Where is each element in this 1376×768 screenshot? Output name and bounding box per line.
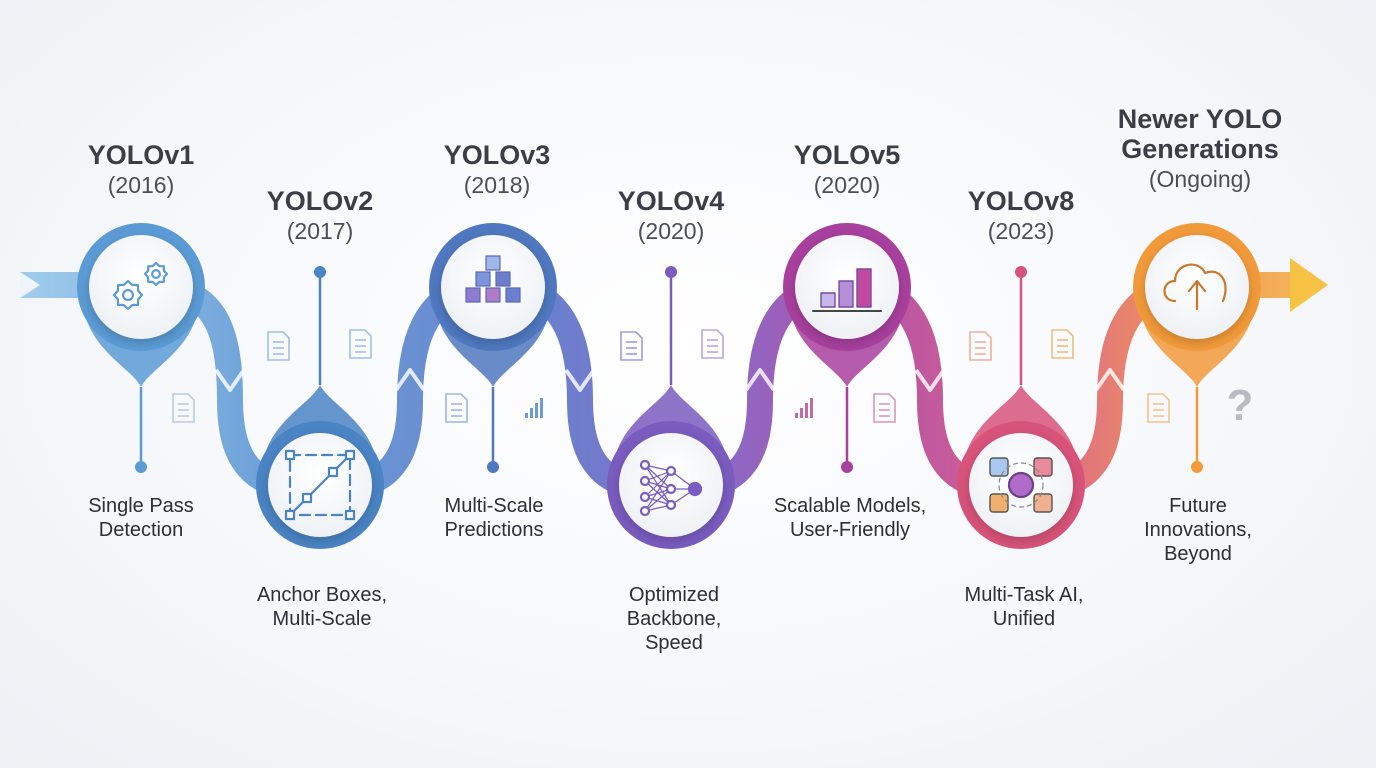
milestone-year: (Ongoing): [1148, 166, 1252, 192]
document-icon: [873, 393, 896, 423]
milestone-title-6: YOLOv8(2023): [911, 186, 1131, 246]
milestone-node-3: [429, 223, 557, 473]
description-line: Anchor Boxes,: [256, 584, 388, 606]
document-icon: [172, 393, 195, 423]
question-mark-icon: ?: [1227, 381, 1254, 430]
milestone-year: (2020): [813, 172, 881, 198]
milestone-name: YOLOv1: [87, 140, 195, 170]
bar-chart-3d-icon: [812, 268, 882, 312]
description-line: Detection: [98, 519, 184, 541]
milestone-node-7: [1133, 223, 1261, 473]
document-icon: [969, 331, 992, 361]
milestone-title-4: YOLOv4(2020): [561, 186, 781, 246]
milestone-name: YOLOv2: [266, 186, 374, 216]
milestone-description-5: Scalable Models,User-Friendly: [750, 494, 950, 542]
milestone-name: YOLOv5: [793, 140, 901, 170]
pyramid-blocks-icon: [465, 255, 521, 303]
milestone-title-5: YOLOv5(2020): [737, 140, 957, 200]
milestone-title-3: YOLOv3(2018): [387, 140, 607, 200]
milestone-year: (2023): [987, 218, 1055, 244]
description-line: Single Pass: [88, 495, 194, 517]
description-line: Beyond: [1164, 543, 1232, 565]
document-icon: [701, 329, 724, 359]
description-line: Speed: [645, 632, 703, 654]
milestone-description-6: Multi-Task AI,Unified: [924, 583, 1124, 631]
milestone-node-5: [783, 223, 911, 473]
document-icon: [1147, 393, 1170, 423]
milestone-node-1: [77, 223, 205, 473]
milestone-name: Newer YOLO: [1117, 104, 1283, 134]
document-icon: [445, 393, 468, 423]
milestone-name: YOLOv4: [617, 186, 725, 216]
milestone-year: (2016): [107, 172, 175, 198]
milestone-year: (2018): [463, 172, 531, 198]
description-line: Innovations,: [1144, 519, 1252, 541]
description-line: User-Friendly: [789, 519, 911, 541]
gears-icon: [112, 261, 169, 311]
description-line: Multi-Scale: [272, 608, 372, 630]
description-line: Unified: [992, 608, 1056, 630]
document-icon: [267, 331, 290, 361]
milestone-description-2: Anchor Boxes,Multi-Scale: [222, 583, 422, 631]
mini-chart-icon: [525, 398, 543, 418]
bounding-box-icon: [284, 449, 356, 521]
description-line: Multi-Scale: [444, 495, 544, 517]
milestone-title-2: YOLOv2(2017): [210, 186, 430, 246]
description-line: Future: [1169, 495, 1227, 517]
document-icon: [349, 329, 372, 359]
direction-arrows: [214, 368, 1126, 392]
description-line: Backbone,: [626, 608, 722, 630]
milestone-name: YOLOv8: [967, 186, 1075, 216]
description-line: Scalable Models,: [773, 495, 927, 517]
milestone-title-1: YOLOv1(2016): [31, 140, 251, 200]
description-line: Multi-Task AI,: [964, 584, 1084, 606]
milestone-name: Generations: [1121, 134, 1279, 164]
milestone-name: YOLOv3: [443, 140, 551, 170]
milestone-node-2: [256, 266, 384, 549]
document-icon: [1051, 329, 1074, 359]
milestone-year: (2017): [286, 218, 354, 244]
multi-task-brain-icon: [989, 457, 1053, 513]
milestone-year: (2020): [637, 218, 705, 244]
mini-chart-icon: [795, 398, 813, 418]
neural-network-icon: [639, 459, 703, 517]
description-line: Predictions: [444, 519, 544, 541]
document-icon: [620, 331, 643, 361]
end-arrowhead: [1290, 258, 1328, 312]
cloud-upload-icon: [1163, 263, 1227, 311]
description-line: Optimized: [628, 584, 720, 606]
